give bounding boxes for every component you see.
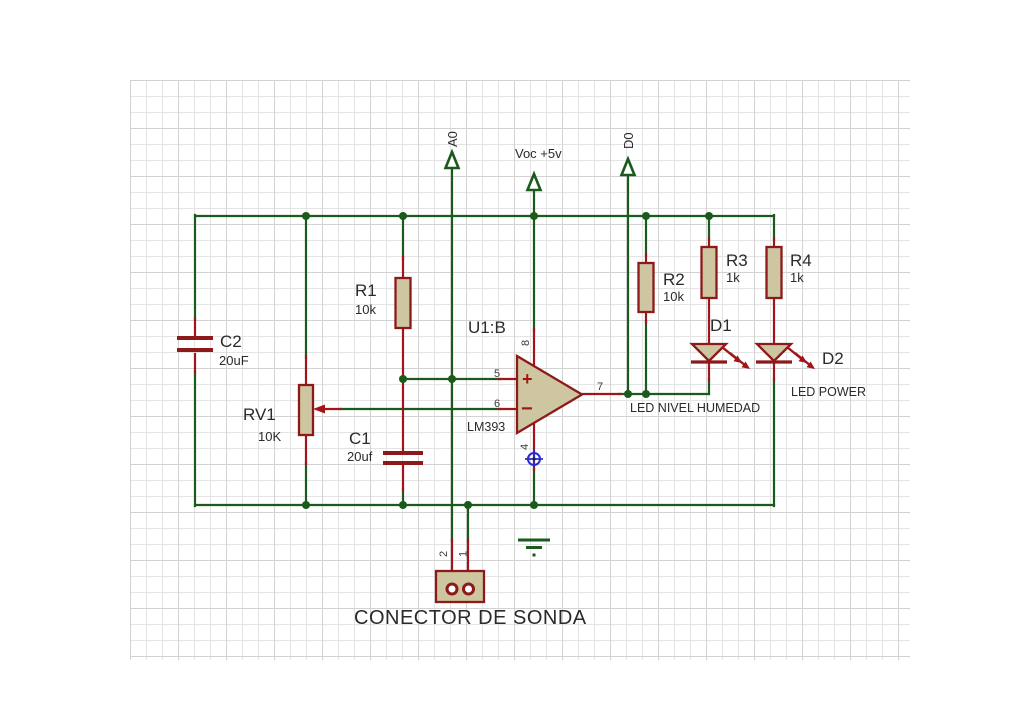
d2-diode-triangle [754,342,794,363]
junction-dot [399,212,407,220]
d1-diode-triangle [689,342,729,363]
r2-ref-label: R2 [663,270,685,289]
a0-terminal-icon [443,148,461,170]
a0-terminal-label: A0 [445,131,460,147]
c1-ref-label: C1 [349,429,371,448]
connector-body [434,569,486,604]
r1-body [394,276,412,330]
junction-dot [464,501,472,509]
d1-emission-arrows-icon [721,346,750,369]
vcc-terminal-icon [525,170,543,192]
net-wires [193,166,776,543]
r1-ref-label: R1 [355,281,377,300]
c1-value-label: 20uf [347,449,373,464]
junction-dot [624,390,632,398]
opamp-u1b: + − U1:B LM393 5 6 7 8 4 [467,318,603,468]
potentiometer-rv1: RV1 10K [243,383,325,444]
terminal-d0: D0 [619,132,637,177]
resistor-r1: R1 10k [355,276,412,330]
led-d1: D1 LED NIVEL HUMEDAD [630,316,760,415]
opamp-ref-label: U1:B [468,318,506,337]
origin-marker-icon [525,450,543,468]
capacitor-c1: C1 20uf [347,429,423,465]
d2-annotation-label: LED POWER [791,385,866,399]
resistor-r3: R3 1k [700,245,748,300]
junction-dot [302,501,310,509]
pin5-number: 5 [494,368,500,380]
d0-terminal-label: D0 [621,132,636,149]
r2-value-label: 10k [663,289,684,304]
terminal-a0: A0 [443,131,461,170]
junction-dot [399,501,407,509]
junction-dot [530,501,538,509]
d1-annotation-label: LED NIVEL HUMEDAD [630,401,760,415]
connector-caption: CONECTOR DE SONDA [354,607,587,629]
pin4-number: 4 [519,444,531,450]
r4-value-label: 1k [790,270,804,285]
probe-connector: 2 1 CONECTOR DE SONDA [354,551,587,629]
opamp-minus-sign: − [521,398,533,420]
r3-body [700,245,718,300]
junction-dot [399,375,407,383]
rv1-body [297,383,315,437]
resistor-r4: R4 1k [765,245,812,300]
r1-value-label: 10k [355,302,376,317]
rv1-value-label: 10K [258,429,281,444]
capacitor-c2: C2 20uF [177,332,249,368]
resistor-r2: R2 10k [637,261,685,314]
junction-dot [642,390,650,398]
junction-dot [448,375,456,383]
d1-ref-label: D1 [710,316,732,335]
junction-dot [642,212,650,220]
r3-value-label: 1k [726,270,740,285]
d2-emission-arrows-icon [786,346,815,369]
junction-dots [302,212,713,509]
connector-pin1-hole [462,582,475,596]
opamp-part-label: LM393 [467,420,505,434]
junction-dot [530,212,538,220]
d2-ref-label: D2 [822,349,844,368]
pin6-number: 6 [494,398,500,410]
connector-pin2-number: 2 [438,551,450,557]
rv1-ref-label: RV1 [243,405,276,424]
c2-ref-label: C2 [220,332,242,351]
r4-ref-label: R4 [790,251,812,270]
opamp-triangle [515,353,585,436]
vcc-terminal-label: Voc +5v [515,146,562,161]
terminal-vcc: Voc +5v [515,146,562,192]
junction-dot [302,212,310,220]
connector-pin1-number: 1 [458,551,470,557]
r3-ref-label: R3 [726,251,748,270]
c2-value-label: 20uF [219,353,249,368]
connector-pin2-hole [445,582,459,596]
pin7-number: 7 [597,381,603,393]
led-d2: D2 LED POWER [754,342,866,399]
rv1-wiper-arrow [313,404,325,414]
d0-terminal-icon [619,155,637,177]
pin8-number: 8 [520,340,532,346]
opamp-plus-sign: + [522,369,533,389]
r2-body [637,261,655,314]
junction-dot [705,212,713,220]
ground-symbol-icon [518,538,550,557]
r4-body [765,245,783,300]
